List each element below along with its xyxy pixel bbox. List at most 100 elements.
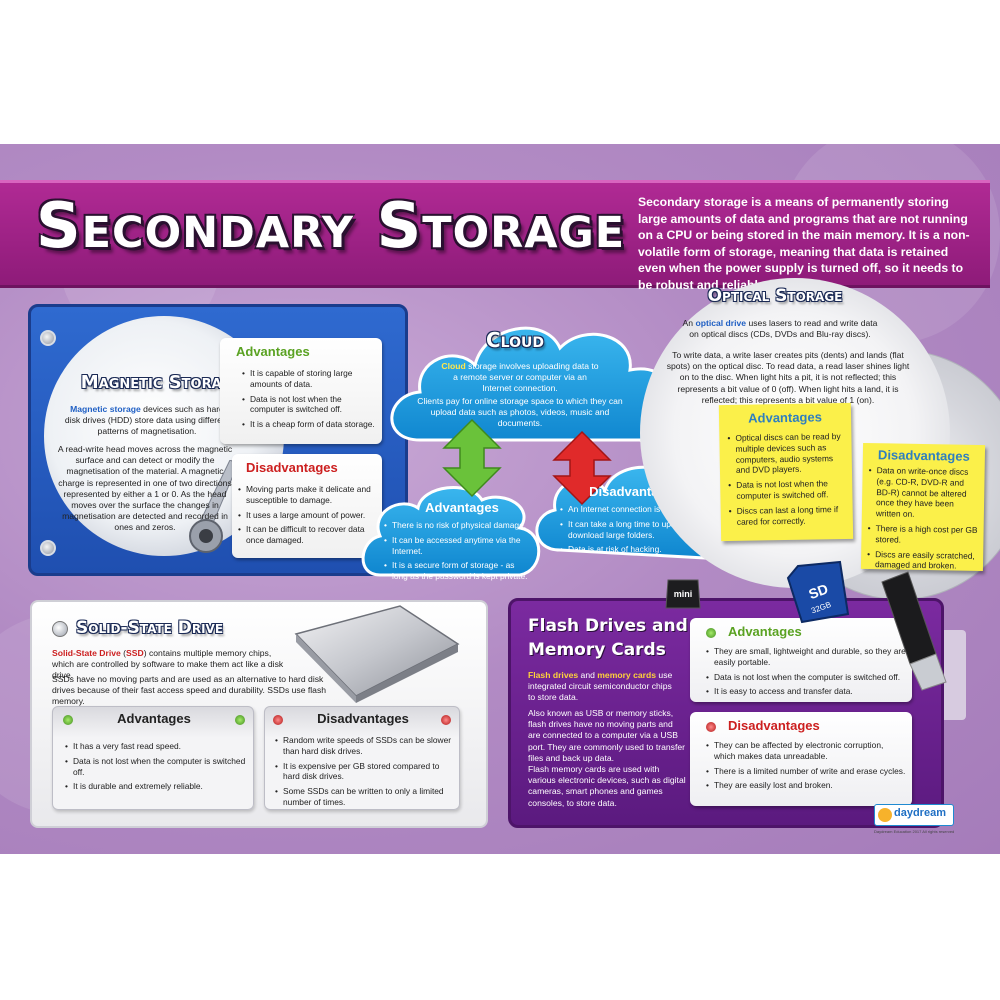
- magnetic-advantages-heading: Advantages: [236, 344, 310, 359]
- flash-drives-term: Flash drives: [528, 670, 579, 680]
- magnetic-intro-text: devices such as hard disk drives (HDD) s…: [64, 404, 230, 437]
- optical-drive-term: optical drive: [695, 318, 747, 328]
- screw-icon: [40, 330, 56, 346]
- cloud-advantages-list: There is no risk of physical damage. It …: [384, 520, 532, 586]
- flash-memory-card-description: Flash memory cards are used with various…: [528, 764, 686, 808]
- read-write-arm-image: [189, 460, 239, 553]
- optical-storage-description: To write data, a write laser creates pit…: [666, 350, 910, 405]
- cloud-disadvantages-list: An Internet connection is required. It c…: [560, 504, 710, 559]
- logo-mark-icon: [878, 808, 892, 822]
- green-led-icon: [63, 715, 73, 725]
- optical-storage-heading: Optical Storage: [707, 286, 843, 306]
- list-item: They are easily lost and broken.: [706, 780, 906, 791]
- list-item: They can be affected by electronic corru…: [706, 740, 906, 762]
- ssd-advantages-list: It has a very fast read speed. Data is n…: [65, 741, 249, 796]
- magnetic-disadvantages-list: Moving parts make it delicate and suscep…: [238, 484, 378, 550]
- magnetic-storage-intro: Magnetic storage devices such as hard di…: [62, 404, 232, 438]
- list-item: It is durable and extremely reliable.: [65, 781, 249, 792]
- magnetic-storage-term: Magnetic storage: [70, 404, 141, 414]
- list-item: It can be accessed anytime via the Inter…: [384, 535, 532, 557]
- red-led-icon: [273, 715, 283, 725]
- poster-title: Secondary Storage: [36, 189, 626, 262]
- list-item: Random write speeds of SSDs can be slowe…: [275, 735, 455, 757]
- list-item: There is a high cost per GB stored.: [867, 523, 979, 547]
- intro-paragraph: Secondary storage is a means of permanen…: [638, 195, 970, 292]
- optical-intro-post: uses lasers to read and write data on op…: [689, 318, 878, 340]
- memory-cards-term: memory cards: [597, 670, 657, 680]
- cloud-intro-text: storage involves uploading data to a rem…: [453, 361, 599, 394]
- magnetic-disadvantages-card: Disadvantages Moving parts make it delic…: [232, 454, 382, 558]
- cloud-heading: Cloud: [486, 328, 544, 352]
- svg-text:SD: SD: [806, 580, 830, 602]
- green-led-icon: [235, 715, 245, 725]
- magnetic-disadvantages-heading: Disadvantages: [246, 460, 338, 475]
- green-led-icon: [706, 628, 716, 638]
- optical-disadvantages-note: Disadvantages Data on write-once discs (…: [860, 442, 986, 572]
- magnetic-storage-description: A read-write head moves across the magne…: [57, 444, 233, 533]
- flash-advantages-heading: Advantages: [728, 624, 802, 639]
- list-item: It can be difficult to recover data once…: [238, 524, 378, 546]
- optical-advantages-note: Advantages Optical discs can be read by …: [718, 402, 854, 542]
- flash-heading-line: Memory Cards: [528, 640, 666, 660]
- ssd-intro-text: contains multiple memory chips, which ar…: [52, 648, 284, 681]
- ssd-term: Solid-State Drive: [52, 648, 121, 658]
- screw-icon: [40, 540, 56, 556]
- screw-icon: [52, 621, 68, 637]
- mini-sd-card-icon: mini: [665, 579, 701, 609]
- list-item: Data is not lost when the computer is sw…: [65, 756, 249, 778]
- ssd-disadvantages-list: Random write speeds of SSDs can be slowe…: [275, 735, 455, 812]
- optical-advantages-list: Optical discs can be read by multiple de…: [727, 431, 847, 531]
- ssd-description: SSDs have no moving parts and are used a…: [52, 674, 327, 707]
- copyright-credit: Daydream Education 2017 All rights reser…: [874, 829, 955, 834]
- green-arrow-icon: [442, 418, 502, 498]
- list-item: It is a cheap form of data storage.: [242, 419, 376, 430]
- optical-storage-intro: An optical drive uses lasers to read and…: [680, 318, 880, 340]
- magnetic-storage-heading: Magnetic Storage: [80, 372, 242, 393]
- list-item: Moving parts make it delicate and suscep…: [238, 484, 378, 506]
- optical-disadvantages-list: Data on write-once discs (e.g. CD-R, DVD…: [867, 465, 981, 576]
- flash-and-text: and: [578, 670, 598, 680]
- ssd-device-image: [294, 605, 460, 703]
- sd-card-icon: SD 32GB: [786, 560, 850, 624]
- list-item: Optical discs can be read by multiple de…: [727, 431, 846, 476]
- red-led-icon: [706, 722, 716, 732]
- list-item: It is expensive per GB stored compared t…: [275, 761, 455, 783]
- solid-state-drive-heading: Solid-State Drive: [76, 618, 224, 638]
- ssd-disadvantages-card: Disadvantages Random write speeds of SSD…: [264, 706, 460, 810]
- optical-intro-pre: An: [682, 318, 696, 328]
- list-item: Discs can last a long time if cared for …: [729, 504, 847, 528]
- logo-box: [874, 804, 954, 826]
- list-item: Data is not lost when the computer is sw…: [242, 394, 376, 416]
- optical-disadvantages-heading: Disadvantages: [877, 447, 970, 464]
- flash-disadvantages-heading: Disadvantages: [728, 718, 820, 733]
- flash-intro: Flash drives and memory cards use integr…: [528, 670, 680, 704]
- list-item: It is a secure form of storage - as long…: [384, 560, 532, 582]
- list-item: Data on write-once discs (e.g. CD-R, DVD…: [868, 465, 981, 521]
- magnetic-advantages-list: It is capable of storing large amounts o…: [242, 368, 376, 434]
- title-banner: [0, 180, 990, 288]
- list-item: They are small, lightweight and durable,…: [706, 646, 906, 668]
- list-item: It uses a large amount of power.: [238, 510, 378, 521]
- list-item: It has a very fast read speed.: [65, 741, 249, 752]
- cloud-description: Clients pay for online storage space to …: [417, 396, 623, 429]
- list-item: Data is not lost when the computer is sw…: [706, 672, 906, 683]
- list-item: There is no risk of physical damage.: [384, 520, 532, 531]
- flash-description: Also known as USB or memory sticks, flas…: [528, 708, 685, 763]
- cloud-intro: Cloud storage involves uploading data to…: [440, 361, 600, 395]
- flash-drives-heading: Flash Drives and Memory Cards: [528, 614, 688, 662]
- ssd-advantages-card: Advantages It has a very fast read speed…: [52, 706, 254, 810]
- flash-intro-text: use integrated circuit semiconductor chi…: [528, 670, 673, 703]
- flash-advantages-card: Advantages They are small, lightweight a…: [690, 618, 912, 702]
- logo-wordmark: daydream: [894, 807, 946, 819]
- list-item: It is easy to access and transfer data.: [706, 686, 906, 697]
- cloud-term: Cloud: [441, 361, 466, 371]
- ssd-abbr: SSD: [126, 648, 144, 658]
- list-item: Data is not lost when the computer is sw…: [728, 478, 846, 502]
- list-item: There is a limited number of write and e…: [706, 766, 906, 777]
- flash-heading-line: Flash Drives and: [528, 616, 688, 636]
- flash-disadvantages-list: They can be affected by electronic corru…: [706, 740, 906, 795]
- flash-disadvantages-card: Disadvantages They can be affected by el…: [690, 712, 912, 806]
- flash-advantages-list: They are small, lightweight and durable,…: [706, 646, 906, 701]
- daydream-logo: daydream: [874, 804, 954, 830]
- optical-advantages-heading: Advantages: [748, 409, 823, 426]
